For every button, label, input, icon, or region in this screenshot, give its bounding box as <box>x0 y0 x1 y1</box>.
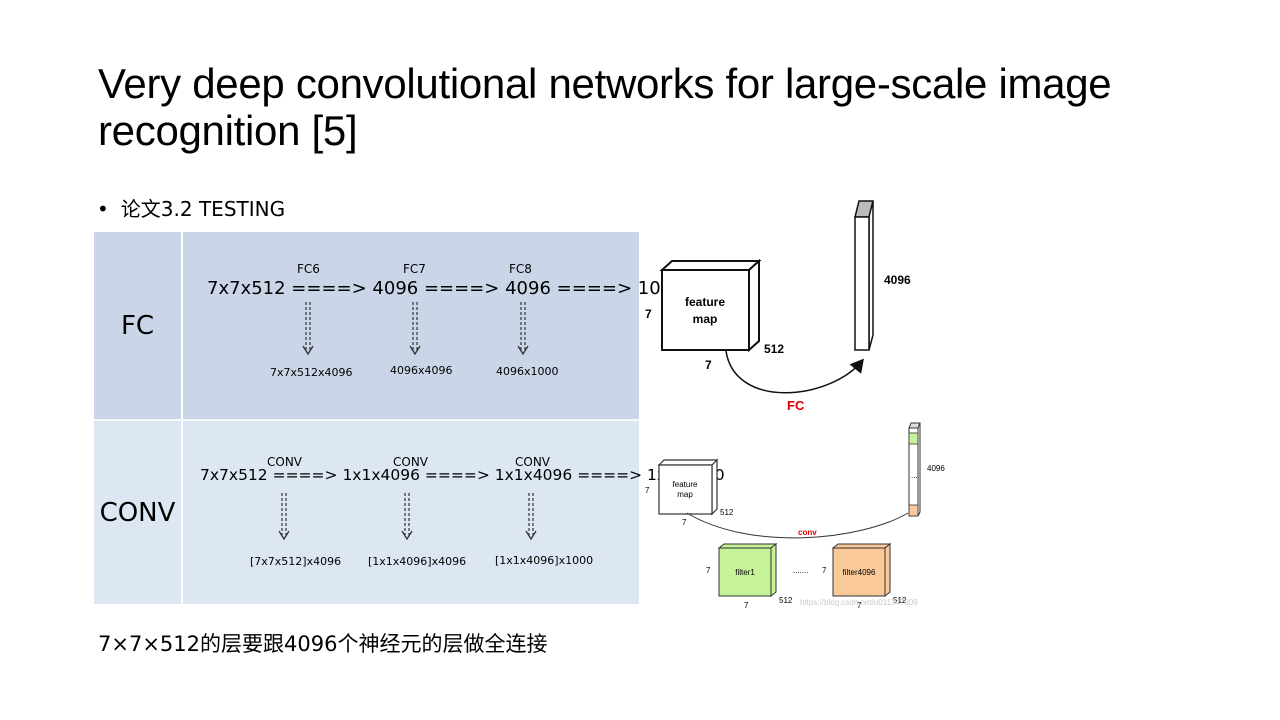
fc-column-label: 4096 <box>884 273 911 287</box>
conv-column-dots: ... <box>911 471 918 480</box>
conv-chain: 7x7x512 ====> 1x1x4096 ====> 1x1x4096 ==… <box>200 466 725 484</box>
conv-box-label-2: map <box>677 490 693 499</box>
conv-down-arrows <box>278 493 537 541</box>
fc-arrow <box>725 350 864 394</box>
fc-chain: 7x7x512 ====> 4096 ====> 4096 ====> 1000 <box>207 278 684 299</box>
filter1-depth: 512 <box>779 596 793 605</box>
filter4096-label: filter4096 <box>843 568 876 577</box>
fc7-weight: 4096x4096 <box>390 364 453 377</box>
conv-step3-label: CONV <box>515 455 551 469</box>
fc7-label: FC7 <box>403 262 426 276</box>
fc-output-column <box>854 200 874 351</box>
fc-conv-illustration: feature map 7 7 512 4096 FC feature map … <box>645 200 945 610</box>
bullet-dot: • <box>97 197 109 221</box>
watermark: https://blog.csdn.net/u011347809 <box>800 598 918 607</box>
row-divider <box>94 419 639 421</box>
fc-box-label-2: map <box>693 312 718 326</box>
conv-arrow <box>686 512 909 539</box>
fc6-weight: 7x7x512x4096 <box>270 366 353 379</box>
fc-side-height: 7 <box>645 307 652 321</box>
fc-row-label-cell: FC <box>94 232 183 420</box>
conv-step1-label: CONV <box>267 455 303 469</box>
filter1-width: 7 <box>744 601 749 610</box>
footnote: 7×7×512的层要跟4096个神经元的层做全连接 <box>98 632 548 656</box>
fc-vs-conv-table: FC FC6 FC7 FC8 7x7x512 ====> 4096 ====> … <box>94 232 725 604</box>
fc-box-label-1: feature <box>685 295 725 309</box>
fc-row: FC FC6 FC7 FC8 7x7x512 ====> 4096 ====> … <box>94 232 684 420</box>
bullet-text: 论文3.2 TESTING <box>120 197 286 221</box>
fc-arrow-label: FC <box>787 398 805 413</box>
slide-title: Very deep convolutional networks for lar… <box>98 60 1112 154</box>
fc-feature-map-cube <box>659 258 762 353</box>
filter1-cube <box>717 542 778 598</box>
fc-row-label: FC <box>120 311 155 341</box>
filter4096-cube <box>831 542 892 598</box>
conv-output-column <box>908 422 921 517</box>
conv-column-label: 4096 <box>927 464 945 473</box>
bullet-item: • 论文3.2 TESTING <box>97 196 285 222</box>
fc-side-width: 7 <box>705 358 712 372</box>
filter4096-height: 7 <box>822 566 827 575</box>
fc8-weight: 4096x1000 <box>496 365 559 378</box>
conv-side-height: 7 <box>645 486 650 495</box>
conv-row: CONV CONV CONV CONV 7x7x512 ====> 1x1x40… <box>94 421 725 604</box>
conv-step1-weight: [7x7x512]x4096 <box>250 555 342 568</box>
filter4096-depth: 512 <box>893 596 907 605</box>
conv-box-label-1: feature <box>673 480 698 489</box>
conv-feature-map-cube <box>657 458 719 516</box>
filter1-label: filter1 <box>735 568 755 577</box>
conv-row-label-cell: CONV <box>94 421 183 604</box>
fc-down-arrows <box>302 302 529 356</box>
fc-side-depth: 512 <box>764 342 784 356</box>
conv-step3-weight: [1x1x4096]x1000 <box>495 554 594 567</box>
conv-row-label: CONV <box>99 497 176 528</box>
conv-side-width: 7 <box>682 518 687 527</box>
fc6-label: FC6 <box>297 262 320 276</box>
conv-step2-label: CONV <box>393 455 429 469</box>
filter1-height: 7 <box>706 566 711 575</box>
filter4096-width: 7 <box>857 601 862 610</box>
fc8-label: FC8 <box>509 262 532 276</box>
conv-arrow-label: conv <box>798 528 817 537</box>
conv-side-depth: 512 <box>720 508 734 517</box>
filter-ellipsis: ....... <box>793 566 809 575</box>
conv-step2-weight: [1x1x4096]x4096 <box>368 555 467 568</box>
